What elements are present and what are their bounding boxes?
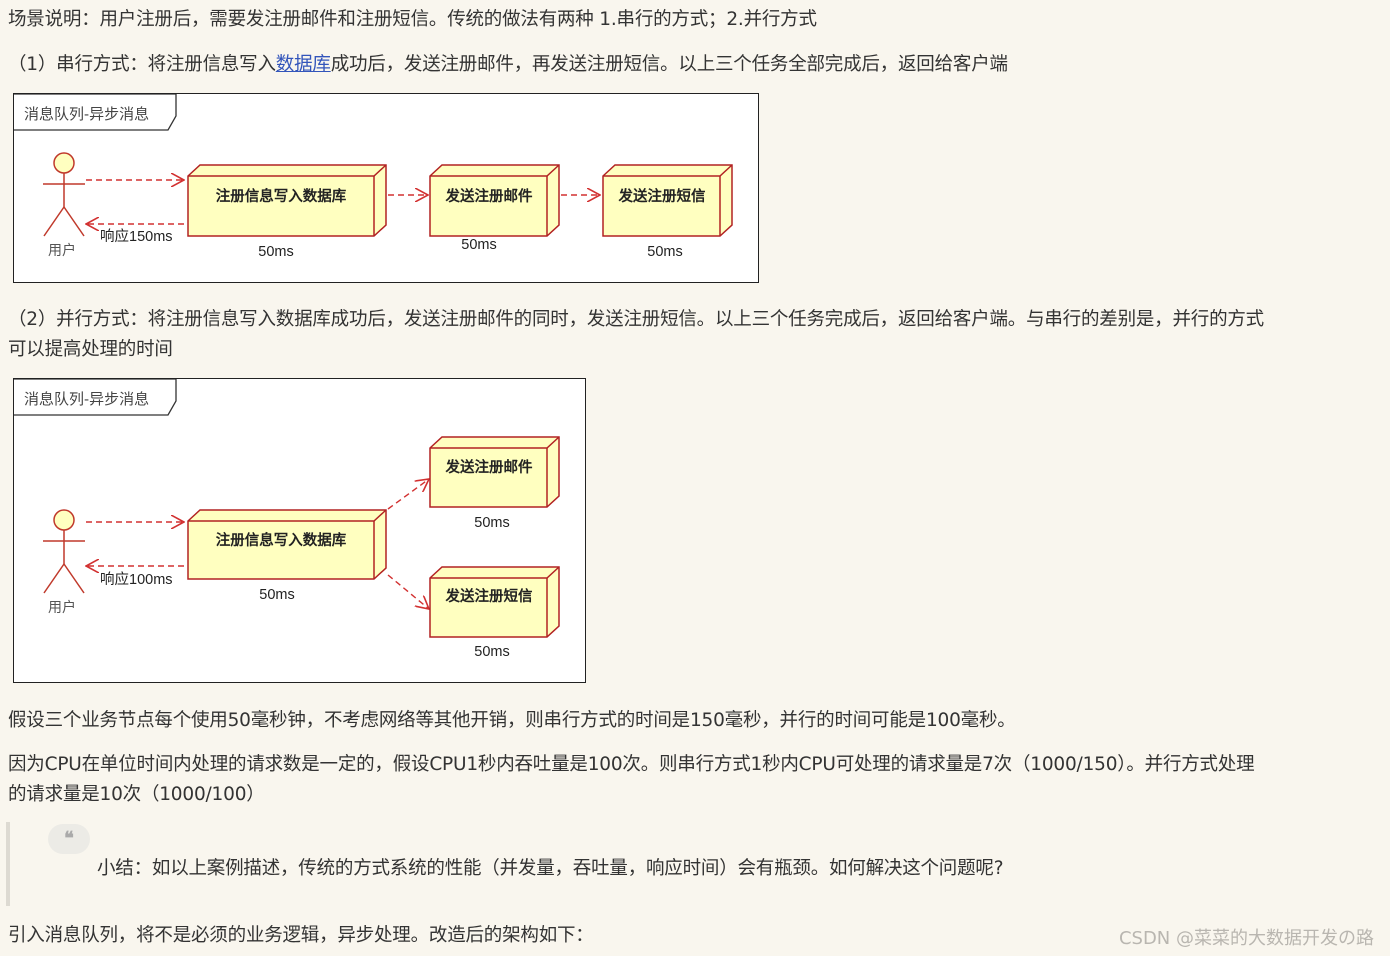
db-write-time: 50ms bbox=[259, 587, 294, 603]
db-write-node: 注册信息写入数据库 bbox=[187, 164, 387, 237]
db-write-label: 注册信息写入数据库 bbox=[216, 187, 347, 205]
email-node: 发送注册邮件 bbox=[429, 436, 560, 508]
parallel-paragraph-line1: （2）并行方式：将注册信息写入数据库成功后，发送注册邮件的同时，发送注册短信。以… bbox=[8, 309, 1264, 330]
user-actor-icon bbox=[43, 509, 85, 594]
actor-label: 用户 bbox=[48, 599, 76, 616]
response-label: 响应100ms bbox=[100, 570, 173, 588]
assumption-paragraph: 假设三个业务节点每个使用50毫秒钟，不考虑网络等其他开销，则串行方式的时间是15… bbox=[8, 710, 1016, 731]
email-label: 发送注册邮件 bbox=[445, 458, 533, 476]
user-actor-icon bbox=[43, 152, 85, 237]
blockquote-bar bbox=[6, 822, 10, 906]
sms-label: 发送注册短信 bbox=[618, 187, 706, 205]
sms-time: 50ms bbox=[647, 244, 682, 260]
email-label: 发送注册邮件 bbox=[445, 187, 533, 205]
parallel-diagram: 消息队列-异步消息 用户 响应100ms 注册信息写入数据库 50ms 发送注册… bbox=[13, 378, 586, 683]
frame-tab bbox=[14, 379, 177, 416]
email-time: 50ms bbox=[461, 237, 496, 253]
cpu-paragraph-line1: 因为CPU在单位时间内处理的请求数是一定的，假设CPU1秒内吞吐量是100次。则… bbox=[8, 754, 1255, 775]
intro-paragraph: 引入消息队列，将不是必须的业务逻辑，异步处理。改造后的架构如下： bbox=[8, 925, 594, 946]
database-link[interactable]: 数据库 bbox=[275, 54, 331, 75]
email-node: 发送注册邮件 bbox=[429, 164, 560, 237]
frame-tab bbox=[14, 94, 177, 131]
serial-paragraph: （1）串行方式：将注册信息写入数据库成功后，发送注册邮件，再发送注册短信。以上三… bbox=[8, 50, 1008, 80]
csdn-watermark: CSDN @菜菜的大数据开发の路 bbox=[1118, 928, 1374, 949]
email-time: 50ms bbox=[474, 515, 509, 531]
sms-label: 发送注册短信 bbox=[445, 587, 533, 605]
db-write-time: 50ms bbox=[258, 244, 293, 260]
frame-title: 消息队列-异步消息 bbox=[24, 105, 149, 123]
serial-diagram: 消息队列-异步消息 用户 响应150ms 注册信息写入数据库 50ms bbox=[13, 93, 759, 283]
parallel-paragraph-line2: 可以提高处理的时间 bbox=[8, 339, 173, 360]
arrow-db-to-sms bbox=[387, 574, 429, 609]
db-write-label: 注册信息写入数据库 bbox=[216, 531, 347, 549]
serial-text-after: 成功后，发送注册邮件，再发送注册短信。以上三个任务全部完成后，返回给客户端 bbox=[330, 54, 1008, 75]
serial-text-before: （1）串行方式：将注册信息写入 bbox=[8, 54, 276, 75]
sms-time: 50ms bbox=[474, 644, 509, 660]
quote-icon: ❝ bbox=[48, 824, 90, 854]
sms-node: 发送注册短信 bbox=[602, 164, 733, 237]
response-label: 响应150ms bbox=[100, 227, 173, 245]
actor-label: 用户 bbox=[48, 242, 76, 259]
db-write-node: 注册信息写入数据库 bbox=[187, 509, 387, 580]
arrow-db-to-email bbox=[387, 479, 429, 510]
cpu-paragraph-line2: 的请求量是10次（1000/100） bbox=[8, 784, 265, 805]
sms-node: 发送注册短信 bbox=[429, 566, 560, 638]
scene-paragraph: 场景说明：用户注册后，需要发注册邮件和注册短信。传统的做法有两种 1.串行的方式… bbox=[8, 9, 817, 30]
summary-quote: 小结：如以上案例描述，传统的方式系统的性能（并发量，吞吐量，响应时间）会有瓶颈。… bbox=[97, 858, 1004, 879]
frame-title: 消息队列-异步消息 bbox=[24, 390, 149, 408]
